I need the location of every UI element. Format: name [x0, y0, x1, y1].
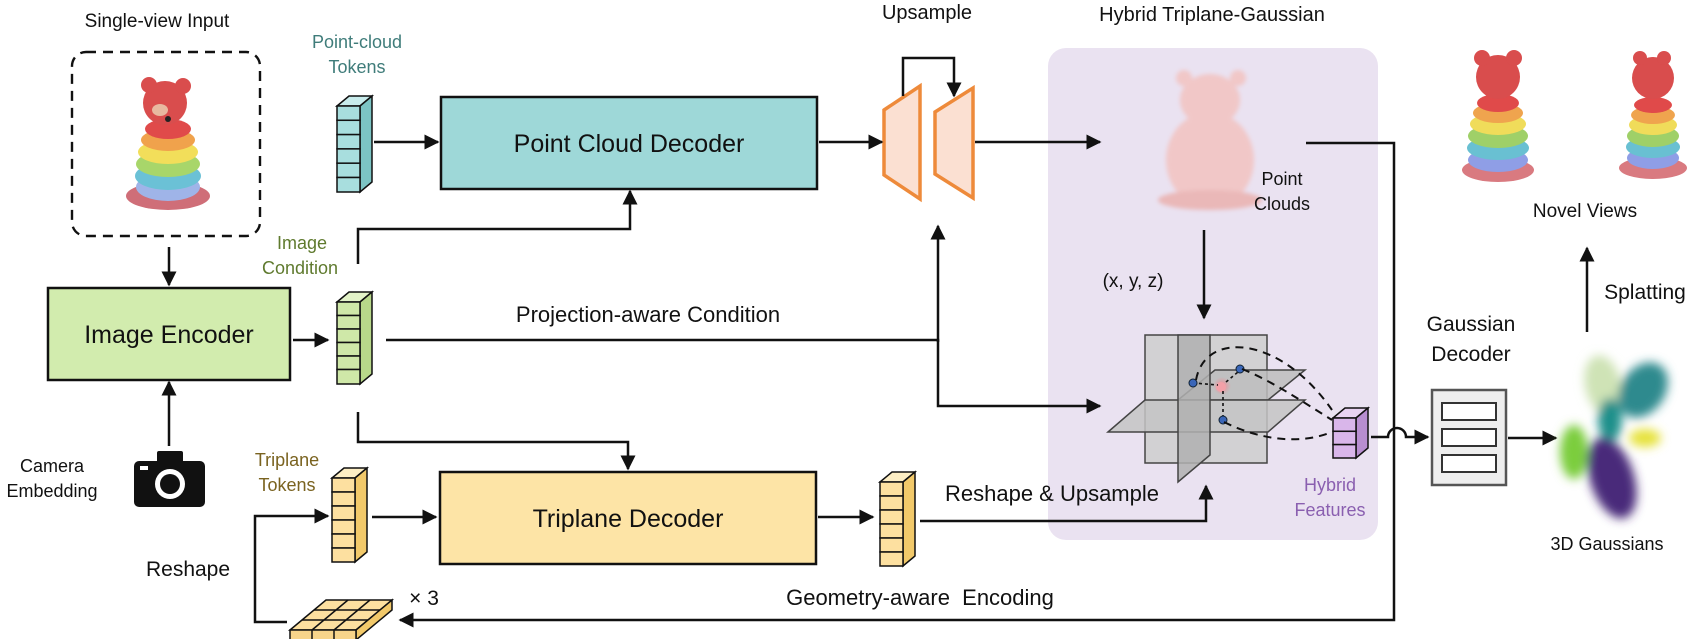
- point-clouds-label-2: Clouds: [1254, 194, 1310, 214]
- gaussian-decoder-icon: [1430, 388, 1508, 487]
- novel-view-1: [1462, 50, 1534, 182]
- gaussian-decoder-label-1: Gaussian: [1427, 313, 1516, 336]
- single-view-input-frame: [70, 50, 262, 238]
- triplane-decoder-label: Triplane Decoder: [533, 505, 724, 533]
- point-clouds-label-1: Point: [1261, 169, 1302, 189]
- image-condition-label-2: Condition: [262, 258, 338, 278]
- three-d-gaussians-label: 3D Gaussians: [1550, 534, 1663, 554]
- hybrid-title: Hybrid Triplane-Gaussian: [1099, 4, 1325, 26]
- point-cloud-tokens-label-1: Point-cloud: [312, 32, 402, 52]
- triplane-output-tokens: [877, 470, 918, 568]
- upsample-block: [882, 82, 975, 203]
- image-encoder-box: [46, 286, 292, 382]
- triplane-grid: [287, 598, 395, 639]
- image-condition-tokens: [334, 290, 375, 386]
- times-three-label: × 3: [409, 587, 439, 610]
- novel-views-label: Novel Views: [1533, 201, 1637, 222]
- novel-view-2: [1619, 51, 1687, 179]
- hybrid-features-tokens: [1330, 406, 1371, 460]
- point-cloud-blob: [1158, 70, 1262, 210]
- point-cloud-decoder-label: Point Cloud Decoder: [514, 130, 745, 158]
- gaussian-decoder-label-2: Decoder: [1431, 343, 1510, 366]
- triplane-planes: [1105, 334, 1308, 484]
- hybrid-features-label-1: Hybrid: [1304, 475, 1356, 495]
- image-condition-label-1: Image: [277, 233, 327, 253]
- image-encoder-label: Image Encoder: [84, 321, 254, 349]
- point-cloud-tokens-label-2: Tokens: [328, 57, 385, 77]
- triplane-tokens-label-1: Triplane: [255, 450, 319, 470]
- point-cloud-decoder-box: [439, 95, 819, 191]
- splatting-label: Splatting: [1604, 281, 1686, 304]
- input-bear-image: [126, 77, 210, 210]
- camera-embedding-label-1: Camera: [20, 456, 85, 476]
- hybrid-features-label-2: Features: [1294, 500, 1365, 520]
- triplane-tokens-label-2: Tokens: [258, 475, 315, 495]
- camera-embedding-label-2: Embedding: [6, 481, 97, 501]
- gaussians-blobs: [1560, 355, 1668, 519]
- xyz-label: (x, y, z): [1103, 271, 1164, 292]
- camera-icon: [134, 451, 205, 507]
- triplane-tokens: [329, 466, 370, 564]
- upsample-label: Upsample: [882, 2, 972, 24]
- triplane-decoder-box: [438, 470, 818, 566]
- projection-aware-condition-label: Projection-aware Condition: [516, 302, 780, 327]
- geometry-aware-encoding-label: Geometry-aware Encoding: [786, 585, 1054, 610]
- point-cloud-tokens: [334, 94, 375, 194]
- reshape-label: Reshape: [146, 558, 230, 581]
- reshape-upsample-label: Reshape & Upsample: [945, 481, 1159, 506]
- single-view-input-label: Single-view Input: [85, 11, 230, 32]
